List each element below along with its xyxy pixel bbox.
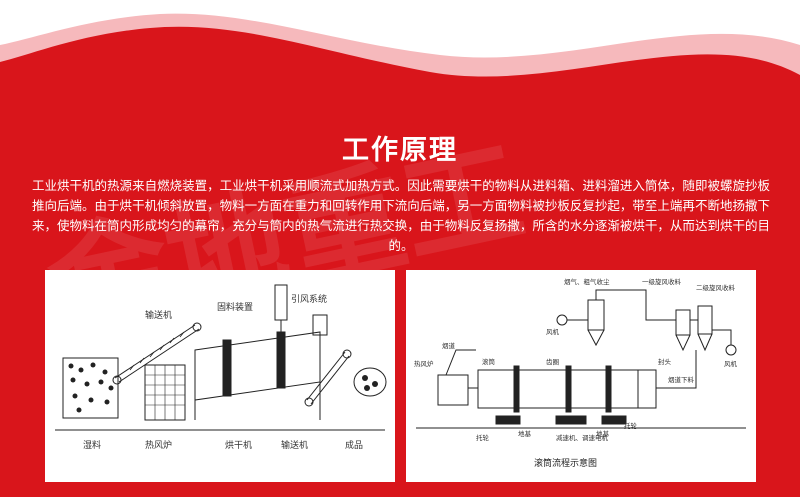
label-feed: 烟道 (442, 341, 456, 350)
wet-material-pile (62, 357, 119, 419)
label-draft: 引风系统 (291, 293, 327, 305)
drum-flow-diagram: 烟气、粗气收尘 一级旋风收料 二级旋风收料 风机 风机 烟道 热风炉 滚筒 齿圈… (406, 270, 756, 482)
label-gearbox: 减速机、调速电机 (556, 433, 609, 442)
top-conveyor (112, 322, 202, 385)
cyclone-units (587, 289, 713, 352)
section-description: 工业烘干机的热源来自燃烧装置，工业烘干机采用顺流式加热方式。因此需要烘干的物料从… (32, 178, 770, 253)
label-top-conveyor: 输送机 (145, 309, 172, 321)
label-ring: 齿圈 (546, 358, 559, 366)
label-discharge: 烟道下料 (668, 375, 695, 384)
section-title: 工作原理 (342, 135, 458, 166)
label-base3: 地基 (596, 429, 610, 438)
draft-system (274, 284, 328, 336)
label-seal: 封头 (658, 357, 672, 366)
label-wet: 湿料 (83, 439, 101, 451)
foundations (495, 415, 627, 425)
label-bottom-conveyor: 输送机 (281, 439, 308, 451)
dryer-layout-diagram: 输送机 固料装置 引风系统 湿料 热风炉 烘干机 输送机 成品 (45, 270, 395, 482)
label-cyclone2: 二级旋风收料 (696, 283, 736, 292)
label-base1: 托轮 (476, 433, 490, 442)
label-hot-furnace: 热风炉 (145, 439, 172, 451)
hot-air-furnace (144, 364, 186, 421)
label-dryer: 烘干机 (225, 439, 252, 451)
dryer-drum (194, 331, 321, 420)
drum (477, 350, 697, 413)
label-chute: 固料装置 (217, 301, 253, 313)
label-cyclone1: 一级旋风收料 (642, 277, 682, 286)
label-fan1: 风机 (546, 327, 560, 336)
fans (556, 314, 737, 356)
hot-air-furnace (437, 349, 478, 406)
label-product: 成品 (345, 439, 363, 451)
label-fan2: 风机 (724, 359, 738, 368)
label-base2: 地基 (518, 429, 532, 438)
label-drum: 滚筒 (482, 357, 496, 366)
label-hot-air: 热风炉 (414, 359, 434, 368)
diagram-caption: 滚筒流程示意图 (534, 457, 597, 469)
label-base4: 托轮 (624, 421, 638, 430)
label-smoke: 烟气、粗气收尘 (564, 277, 610, 286)
bottom-conveyor (304, 349, 352, 407)
product-pile (353, 367, 387, 397)
